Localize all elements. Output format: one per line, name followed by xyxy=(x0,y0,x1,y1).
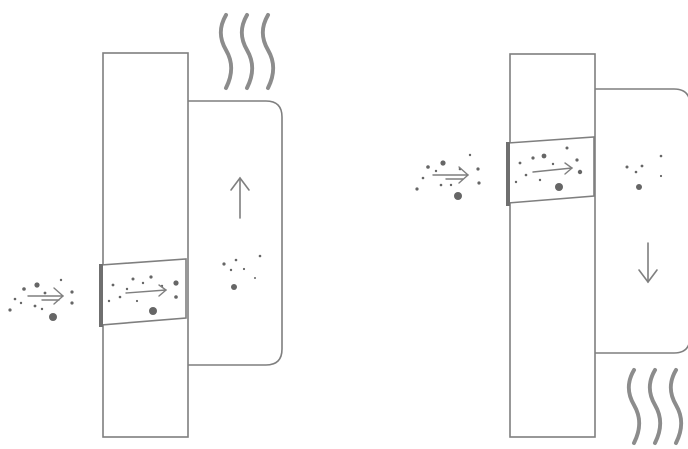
left-panel xyxy=(8,13,283,438)
right-panel xyxy=(415,53,688,445)
filtered-vent-icon xyxy=(99,258,187,327)
dust-particles-icon xyxy=(625,154,663,190)
radiator-unit xyxy=(188,100,283,366)
airflow-arrow-icon xyxy=(230,176,250,219)
incoming-air-icon xyxy=(415,153,481,200)
appliance-unit xyxy=(595,88,688,354)
filtered-vent-icon xyxy=(506,136,595,206)
heat-waves-icon xyxy=(218,13,276,90)
dust-particles-icon xyxy=(222,254,262,290)
wall xyxy=(102,52,189,438)
airflow-arrow-icon xyxy=(638,242,658,284)
incoming-air-icon xyxy=(8,278,74,321)
wall xyxy=(509,53,596,438)
heat-waves-icon xyxy=(626,368,684,445)
